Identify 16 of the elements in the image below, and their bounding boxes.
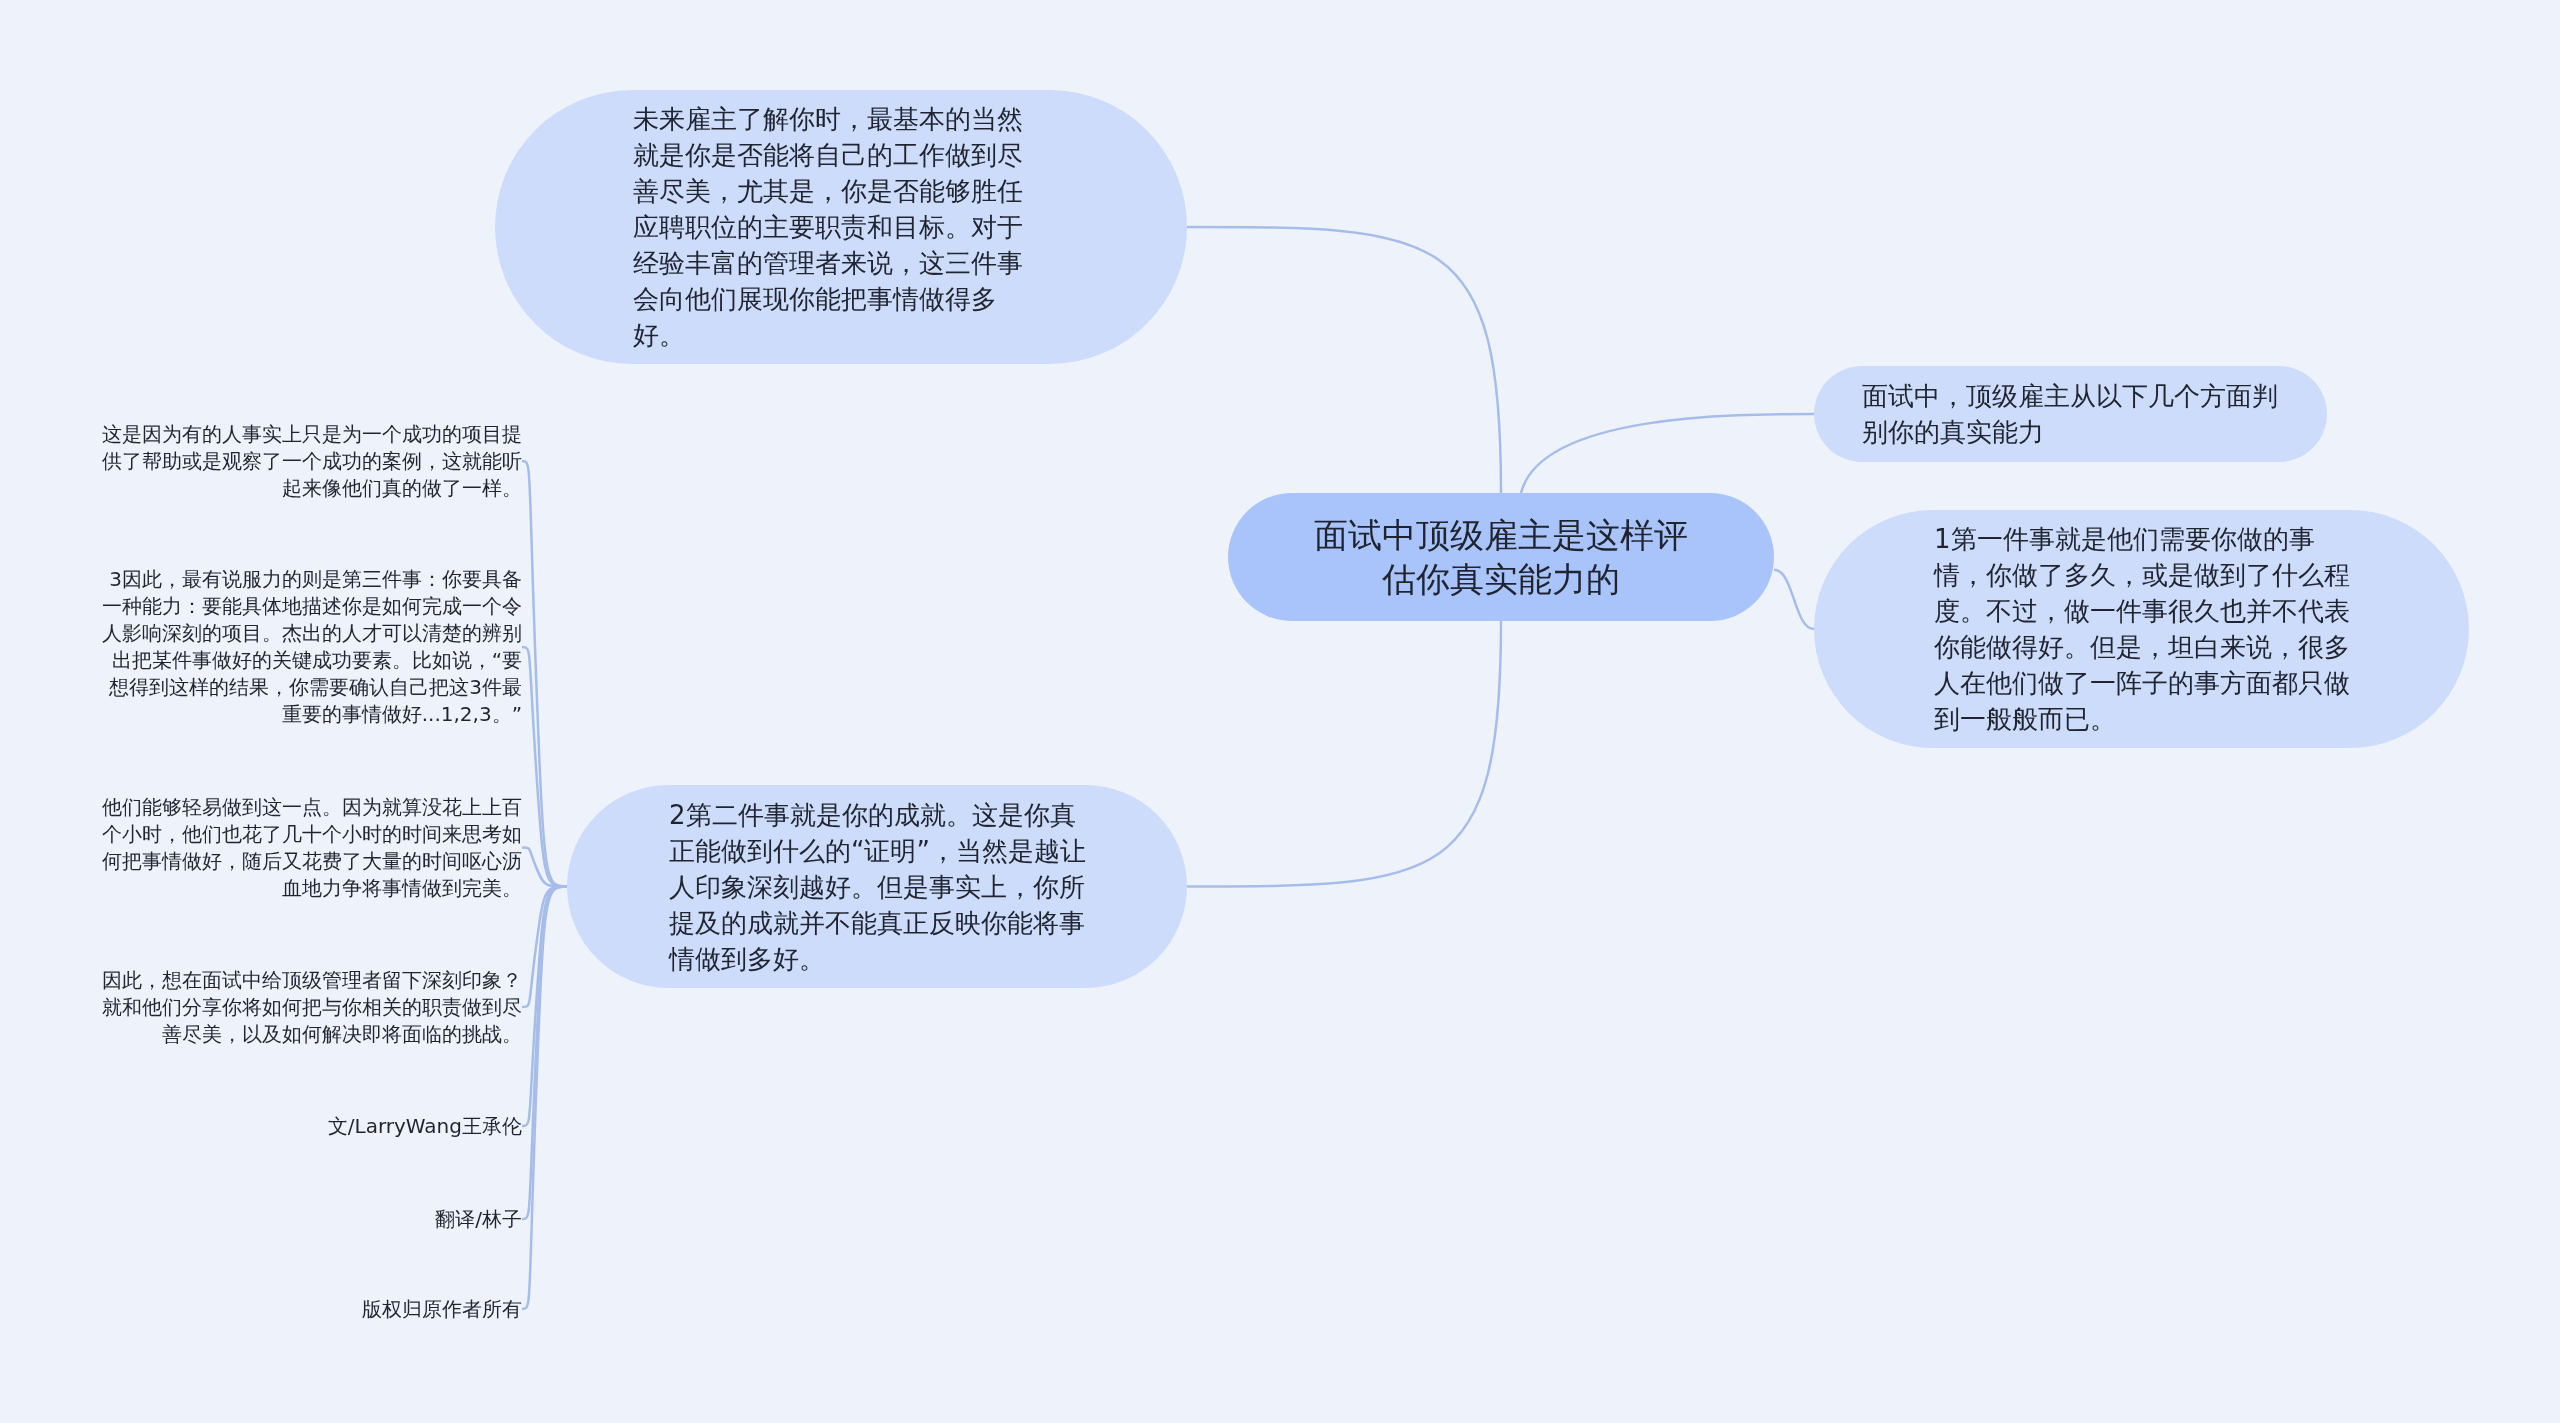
connector-line <box>1187 225 1503 494</box>
node-text: 翻译/林子 <box>434 1205 522 1233</box>
node-text: 面试中顶级雇主是这样评估你真实能力的 <box>1313 514 1689 601</box>
connector-line <box>1519 412 1814 494</box>
node-text: 文/LarryWang王承伦 <box>326 1112 522 1140</box>
node-text: 因此，想在面试中给顶级管理者留下深刻印象？就和他们分享你将如何把与你相关的职责做到尽善尽美，以及如何解决即将面临的挑战。 <box>101 966 522 1048</box>
connector-line <box>1773 568 1815 631</box>
node-text: 版权归原作者所有 <box>361 1295 522 1323</box>
connector-line <box>1187 620 1503 888</box>
node-text: 这是因为有的人事实上只是为一个成功的项目提供了帮助或是观察了一个成功的案例，这就能听起来像他们真的做了一样。 <box>101 420 522 502</box>
node-text: 1第一件事就是他们需要你做的事情，你做了多久，或是做到了什么程度。不过，做一件事很久也并不代表你能做得好。但是，坦白来说，很多人在他们做了一阵子的事方面都只做到一般般而已。 <box>1934 523 2351 736</box>
node-text: 2第二件事就是你的成就。这是你真正能做到什么的“证明”，当然是越让人印象深刻越好。但是事实上，你所提及的成就并不能真正反映你能将事情做到多好。 <box>669 798 1087 976</box>
node-text: 他们能够轻易做到这一点。因为就算没花上上百个小时，他们也花了几十个小时的时间来思考如何把事情做好，随后又花费了大量的时间呕心沥血地力争将事情做到完美。 <box>101 793 522 902</box>
node-text: 面试中，顶级雇主从以下几个方面判别你的真实能力 <box>1862 380 2279 449</box>
node-text: 3因此，最有说服力的则是第三件事：你要具备一种能力：要能具体地描述你是如何完成一个令人影响深刻的项目。杰出的人才可以清楚的辨别出把某件事做好的关键成功要素。比如说，“要想得到这样的结果，你需要确认自己把这3件最重要的事情做好...1,2,3。” <box>101 566 522 728</box>
node-text: 未来雇主了解你时，最基本的当然就是你是否能将自己的工作做到尽善尽美，尤其是，你是否能够胜任应聘职位的主要职责和目标。对于经验丰富的管理者来说，这三件事会向他们展现你能把事情做得多好。 <box>633 103 1024 352</box>
